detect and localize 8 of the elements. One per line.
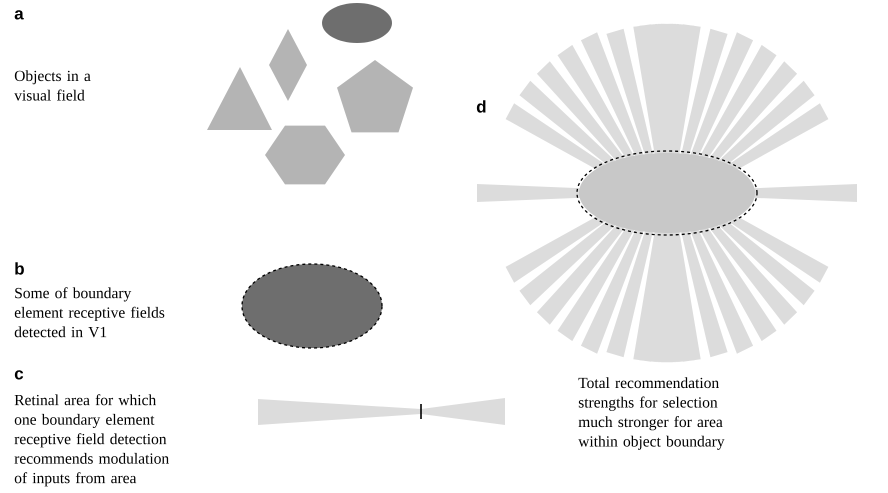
panel-letter: a (14, 10, 24, 20)
caption-text: Objects in a visual field (14, 70, 91, 101)
panel-letter: d (476, 100, 486, 113)
caption-text: Total recommendation strengths for selection much stronger for area within object boundary (578, 377, 724, 450)
panel-letter: c (14, 370, 24, 380)
caption-text: Some of boundary element receptive fields detected in V1 (14, 287, 164, 338)
panel-letter: b (15, 262, 24, 275)
caption-text: Retinal area for which one boundary element receptive field detection recommends modulation of inputs from area (14, 394, 169, 486)
